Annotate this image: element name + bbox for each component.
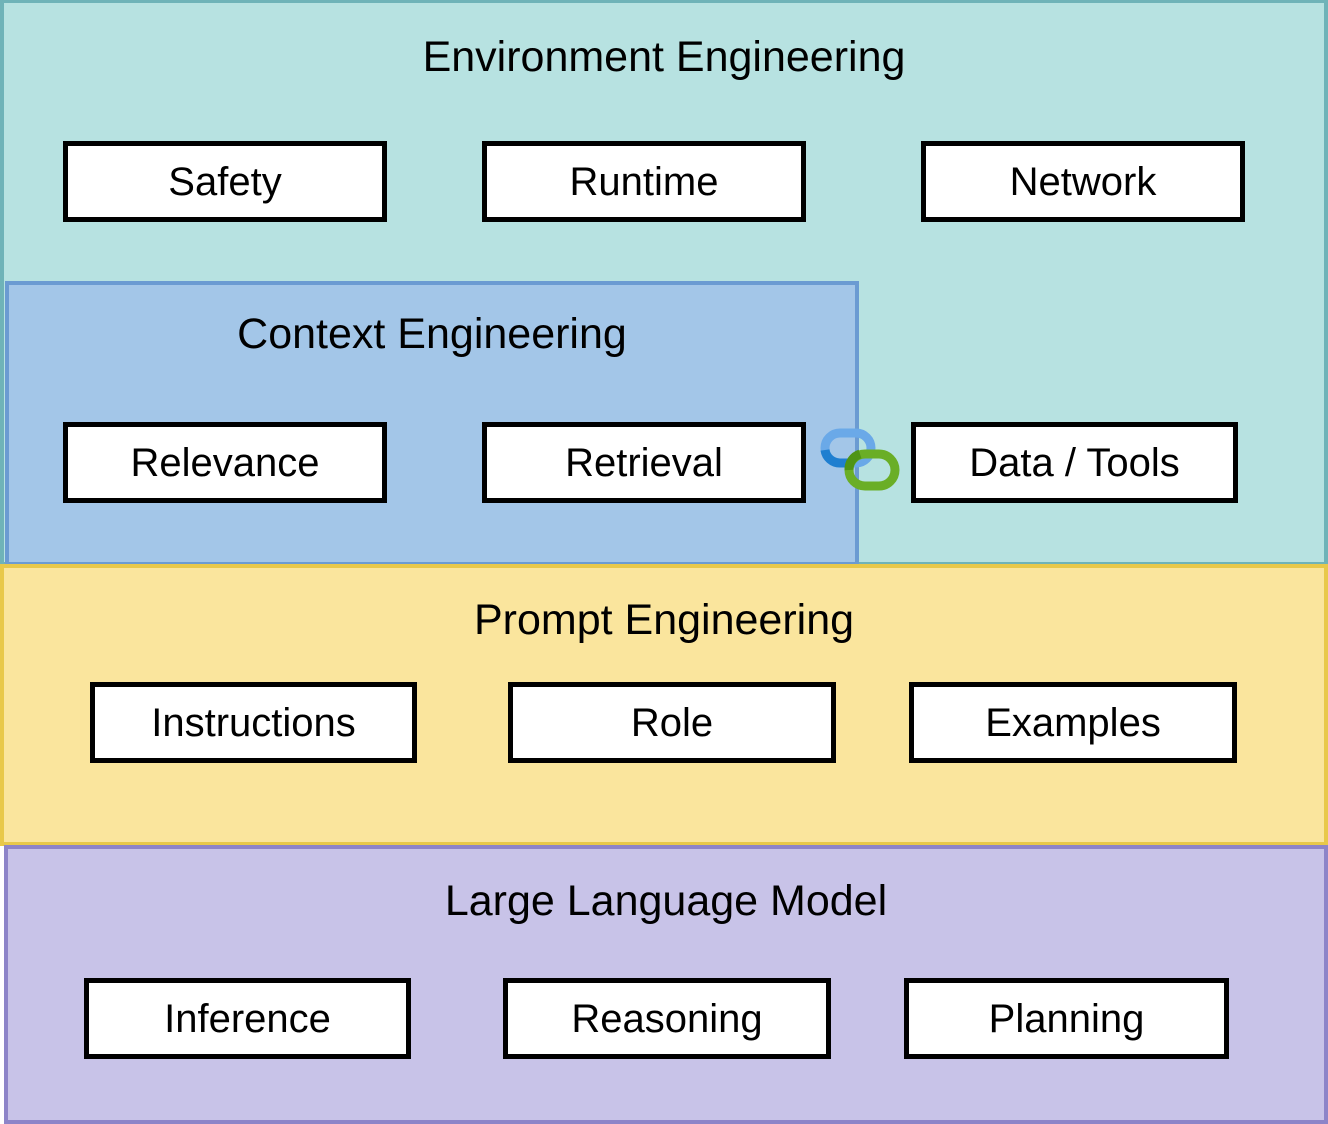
- node-planning[interactable]: Planning: [904, 978, 1229, 1059]
- link-ring-blue-overlap: [820, 448, 852, 468]
- node-role[interactable]: Role: [508, 682, 836, 763]
- layer-title-context-engineering: Context Engineering: [237, 310, 627, 358]
- link-ring-green-overlap: [844, 449, 862, 471]
- layer-title-environment-engineering: Environment Engineering: [422, 33, 906, 81]
- node-safety[interactable]: Safety: [63, 141, 387, 222]
- node-reasoning[interactable]: Reasoning: [503, 978, 831, 1059]
- node-data-tools[interactable]: Data / Tools: [911, 422, 1238, 503]
- node-inference[interactable]: Inference: [84, 978, 411, 1059]
- node-examples[interactable]: Examples: [909, 682, 1237, 763]
- node-runtime[interactable]: Runtime: [482, 141, 806, 222]
- node-instructions[interactable]: Instructions: [90, 682, 417, 763]
- node-relevance[interactable]: Relevance: [63, 422, 387, 503]
- node-retrieval[interactable]: Retrieval: [482, 422, 806, 503]
- link-chain-icon: [820, 428, 900, 494]
- layer-title-large-language-model: Large Language Model: [444, 877, 888, 925]
- node-network[interactable]: Network: [921, 141, 1245, 222]
- layer-title-prompt-engineering: Prompt Engineering: [473, 596, 855, 644]
